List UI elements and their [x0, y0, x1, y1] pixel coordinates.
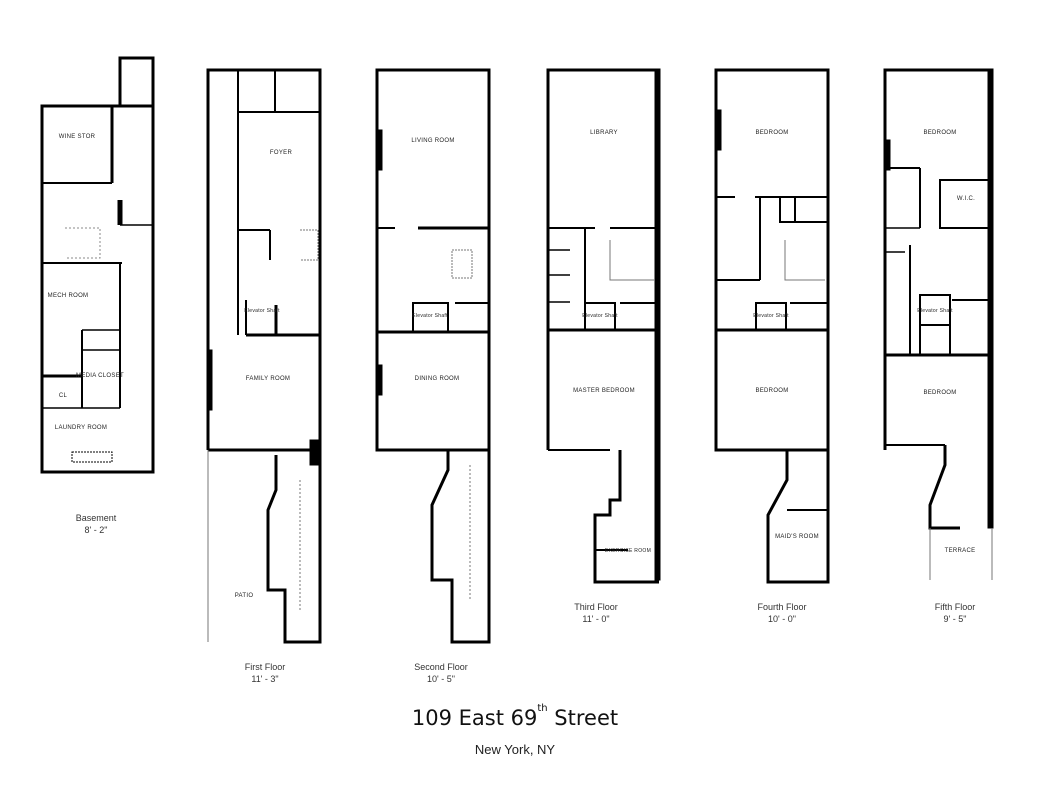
- floor-caption-third-floor: Third Floor 11' - 0": [574, 601, 618, 625]
- ceiling-height: 10' - 5": [427, 674, 455, 684]
- room-label-bedroom: BEDROOM: [923, 130, 957, 136]
- ceiling-height: 8' - 2": [84, 525, 108, 535]
- floor-caption-first-floor: First Floor 11' - 3": [245, 661, 286, 685]
- floor-name: Fifth Floor: [934, 602, 976, 612]
- floor-name: Fourth Floor: [757, 602, 807, 612]
- ceiling-height: 9' - 5": [943, 614, 967, 624]
- second-floor-plan: [375, 68, 491, 644]
- room-label-bedroom: BEDROOM: [755, 130, 789, 136]
- room-label-elevator-shaft: Elevator Shaft: [917, 308, 953, 314]
- floor-caption-basement: Basement 8' - 2": [76, 512, 117, 536]
- room-label-library: LIBRARY: [590, 130, 618, 136]
- floor-name: Second Floor: [414, 662, 468, 672]
- room-label-maids-room: MAID'S ROOM: [775, 534, 819, 540]
- ceiling-height: 11' - 3": [251, 674, 279, 684]
- fourth-floor-plan: [714, 68, 830, 584]
- floor-name: Third Floor: [574, 602, 618, 612]
- floor-name: First Floor: [244, 662, 286, 672]
- room-label-laundry-room: LAUNDRY ROOM: [54, 425, 108, 431]
- room-label-living-room: LIVING ROOM: [411, 138, 455, 144]
- basement-plan: [40, 56, 155, 474]
- room-label-family-room: FAMILY ROOM: [245, 376, 291, 382]
- floor-caption-fifth-floor: Fifth Floor 9' - 5": [935, 601, 976, 625]
- room-label-walk-in-closet: W.I.C.: [956, 196, 976, 202]
- room-label-elevator-shaft: Elevator Shaft: [244, 308, 280, 314]
- floor-caption-second-floor: Second Floor 10' - 5": [414, 661, 468, 685]
- room-label-patio: PATIO: [234, 593, 254, 599]
- room-label-elevator-shaft: Elevator Shaft: [582, 313, 618, 319]
- ceiling-height: 10' - 0": [768, 614, 796, 624]
- city-subtitle: New York, NY: [474, 742, 556, 757]
- room-label-master-bedroom: MASTER BEDROOM: [573, 388, 635, 394]
- room-label-media-closet: MEDIA CLOSET: [76, 373, 124, 379]
- room-label-elevator-shaft: Elevator Shaft: [753, 313, 789, 319]
- first-floor-plan: [206, 68, 322, 644]
- floor-name: Basement: [75, 513, 117, 523]
- address-title: 109 East 69th Street: [411, 703, 619, 730]
- ordinal-suffix: th: [537, 703, 548, 714]
- street-number-name: 109 East 69: [411, 706, 538, 730]
- room-label-elevator-shaft: Elevator Shaft: [412, 313, 448, 319]
- floor-caption-fourth-floor: Fourth Floor 10' - 0": [757, 601, 806, 625]
- room-label-dining-room: DINING ROOM: [414, 376, 460, 382]
- room-label-bedroom: BEDROOM: [923, 390, 957, 396]
- room-label-closet: CL: [58, 393, 68, 399]
- room-label-bedroom: BEDROOM: [755, 388, 789, 394]
- room-label-foyer: FOYER: [269, 150, 293, 156]
- third-floor-plan: [546, 68, 661, 584]
- room-label-exercise-room: EXERCISE ROOM: [604, 548, 652, 554]
- fifth-floor-plan: [883, 68, 994, 580]
- room-label-mech-room: MECH ROOM: [47, 293, 89, 299]
- street-word: Street: [554, 706, 619, 730]
- room-label-wine-storage: WINE STOR: [58, 134, 96, 140]
- ceiling-height: 11' - 0": [582, 614, 610, 624]
- room-label-terrace: TERRACE: [944, 548, 976, 554]
